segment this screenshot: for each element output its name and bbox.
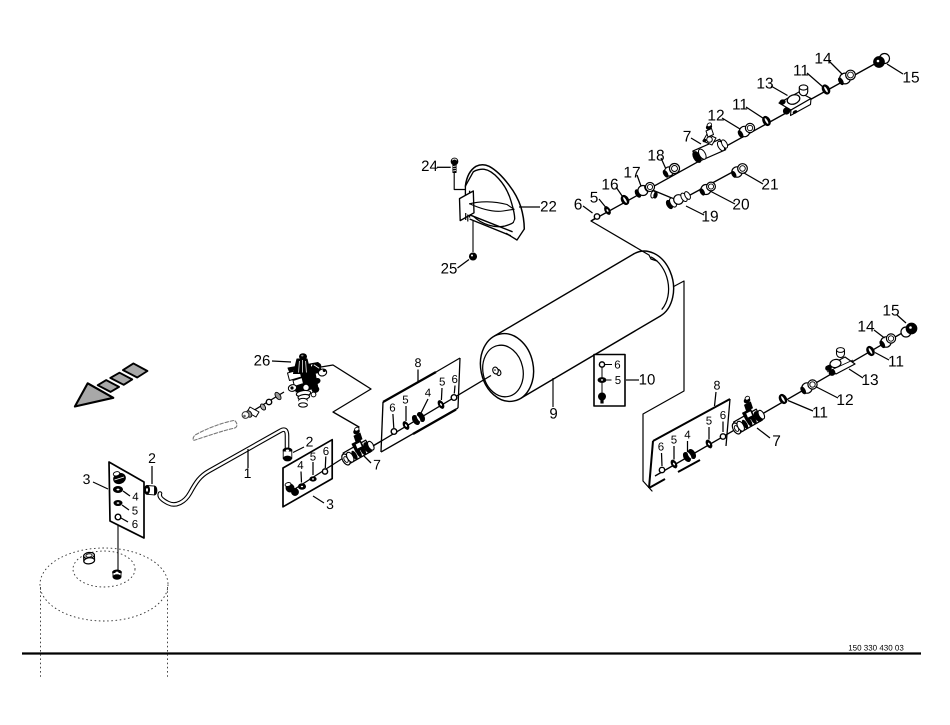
svg-text:6: 6 — [389, 403, 395, 415]
svg-text:1: 1 — [244, 465, 252, 481]
svg-text:9: 9 — [549, 406, 557, 423]
svg-text:26: 26 — [254, 353, 271, 370]
svg-text:13: 13 — [861, 372, 878, 389]
svg-text:4: 4 — [297, 460, 304, 472]
svg-text:7: 7 — [373, 457, 381, 473]
svg-text:4: 4 — [684, 430, 691, 442]
svg-text:11: 11 — [888, 353, 904, 370]
svg-text:6: 6 — [574, 196, 583, 213]
svg-text:15: 15 — [882, 302, 899, 319]
svg-text:7: 7 — [772, 433, 781, 450]
svg-text:15: 15 — [902, 69, 919, 86]
svg-text:11: 11 — [793, 62, 809, 79]
svg-text:25: 25 — [441, 261, 458, 278]
svg-text:8: 8 — [714, 379, 721, 393]
svg-text:12: 12 — [836, 392, 853, 409]
svg-text:14: 14 — [857, 318, 875, 335]
svg-text:7: 7 — [683, 128, 692, 145]
svg-text:20: 20 — [732, 196, 750, 213]
svg-text:5: 5 — [439, 377, 445, 389]
svg-text:12: 12 — [707, 107, 724, 124]
svg-text:6: 6 — [323, 446, 329, 458]
svg-text:2: 2 — [148, 450, 156, 466]
svg-text:6: 6 — [720, 410, 726, 422]
svg-text:18: 18 — [647, 147, 664, 164]
svg-text:5: 5 — [671, 435, 677, 447]
svg-text:6: 6 — [614, 360, 620, 372]
svg-text:6: 6 — [132, 519, 138, 531]
svg-text:14: 14 — [814, 50, 832, 67]
svg-text:13: 13 — [756, 75, 773, 92]
svg-text:4: 4 — [132, 492, 139, 504]
svg-text:24: 24 — [421, 158, 438, 175]
svg-text:3: 3 — [83, 471, 91, 487]
svg-text:21: 21 — [761, 176, 778, 193]
svg-text:19: 19 — [701, 208, 718, 225]
svg-text:6: 6 — [658, 442, 664, 454]
svg-text:5: 5 — [132, 506, 138, 518]
svg-text:11: 11 — [812, 404, 828, 421]
svg-text:6: 6 — [451, 374, 457, 386]
svg-text:5: 5 — [310, 452, 316, 464]
svg-text:5: 5 — [590, 189, 599, 206]
svg-text:4: 4 — [425, 388, 432, 400]
svg-text:22: 22 — [540, 199, 557, 216]
svg-text:150 330 430 03: 150 330 430 03 — [848, 644, 904, 653]
svg-text:5: 5 — [706, 416, 712, 428]
svg-text:16: 16 — [601, 176, 618, 193]
svg-text:5: 5 — [615, 375, 621, 387]
svg-text:11: 11 — [732, 96, 748, 113]
svg-text:17: 17 — [623, 164, 640, 181]
svg-text:10: 10 — [639, 372, 656, 389]
svg-text:3: 3 — [326, 496, 334, 512]
svg-text:5: 5 — [402, 395, 408, 407]
svg-text:8: 8 — [415, 356, 422, 370]
svg-text:2: 2 — [306, 434, 314, 450]
